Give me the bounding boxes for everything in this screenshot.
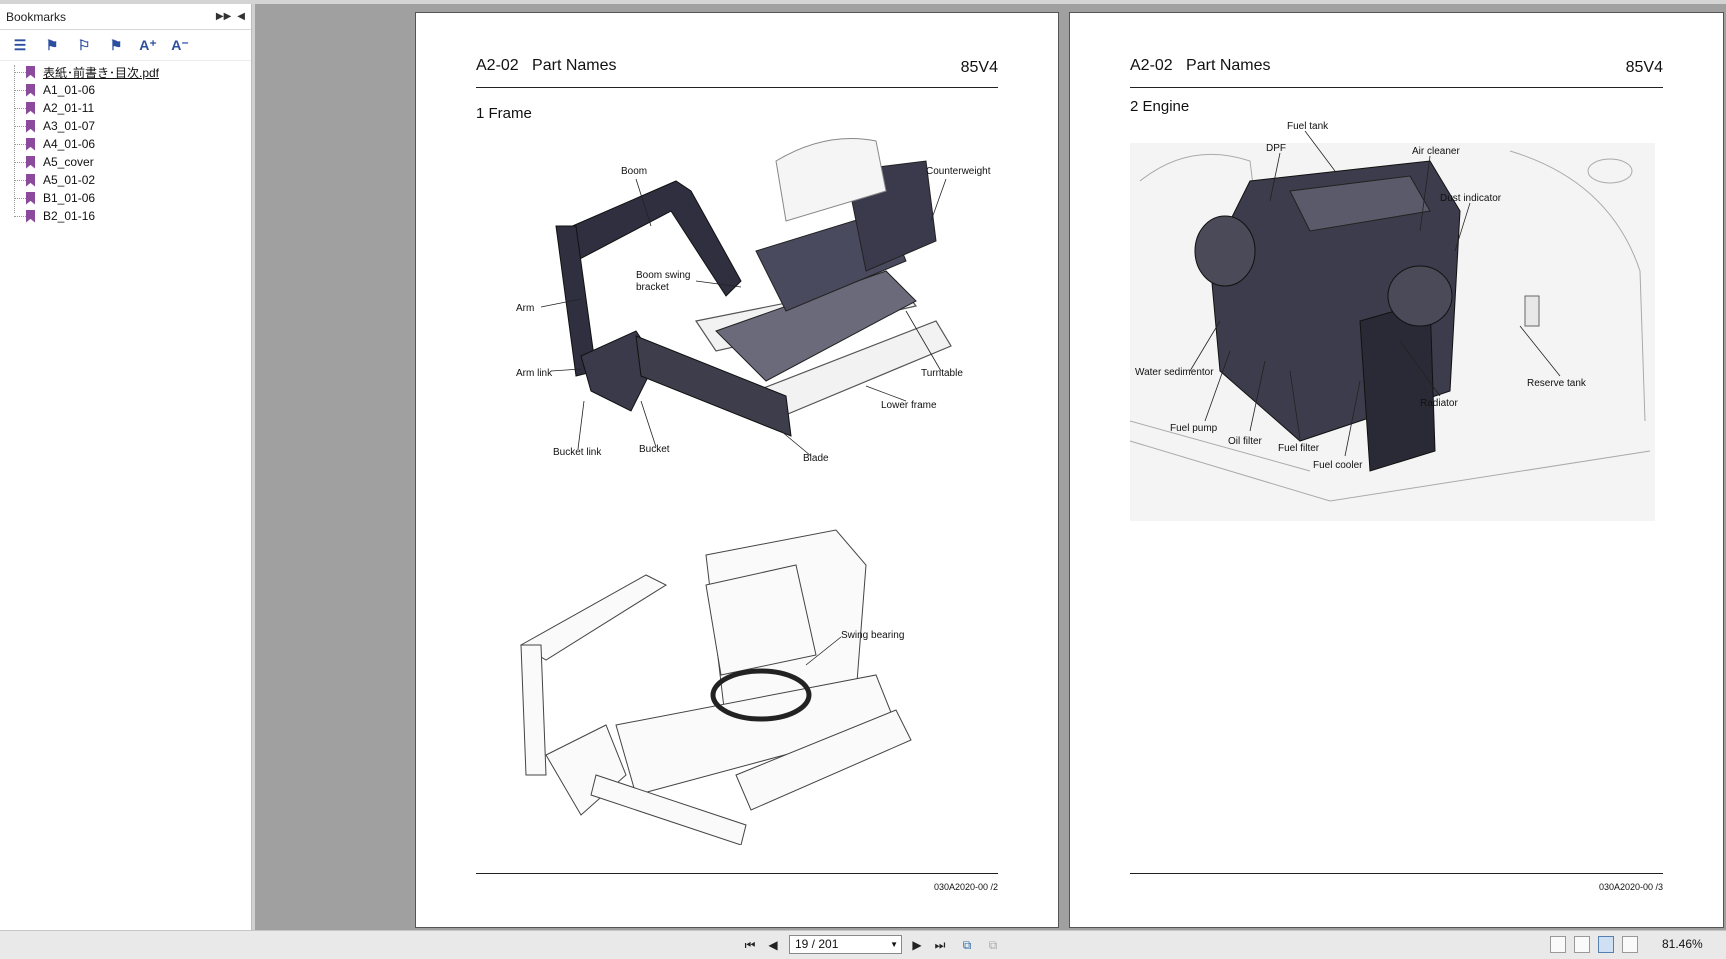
label-counterweight: Counterweight bbox=[926, 166, 991, 177]
model-name: 85V4 bbox=[960, 59, 998, 76]
label-fuel-pump: Fuel pump bbox=[1170, 423, 1218, 434]
page-heading: A2-02 Part Names bbox=[476, 57, 617, 74]
bookmark-icon bbox=[26, 155, 35, 169]
bookmark-item[interactable]: B2_01-16 bbox=[0, 207, 251, 225]
bookmark-icon bbox=[26, 209, 35, 223]
bookmark-icon bbox=[26, 119, 35, 133]
continuous-view-icon[interactable] bbox=[1574, 936, 1590, 953]
label-fuel-tank: Fuel tank bbox=[1287, 121, 1329, 132]
panel-splitter[interactable] bbox=[252, 4, 255, 930]
label-bucket-link: Bucket link bbox=[553, 447, 602, 458]
engine-diagram: Fuel tank DPF Air cleaner Dust indicator… bbox=[1130, 121, 1655, 521]
label-reserve-tank: Reserve tank bbox=[1527, 378, 1587, 389]
label-arm: Arm bbox=[516, 303, 534, 314]
first-page-icon[interactable]: ⏮ bbox=[744, 937, 756, 952]
bookmark-item[interactable]: A1_01-06 bbox=[0, 81, 251, 99]
label-arm-link: Arm link bbox=[516, 368, 553, 379]
top-strip bbox=[0, 0, 1726, 4]
label-bucket: Bucket bbox=[639, 444, 670, 455]
label-air-cleaner: Air cleaner bbox=[1412, 146, 1460, 157]
label-lower-frame: Lower frame bbox=[881, 400, 937, 411]
label-oil-filter: Oil filter bbox=[1228, 436, 1263, 447]
page-header: A2-02 Part Names 85V4 bbox=[476, 53, 998, 88]
label-fuel-cooler: Fuel cooler bbox=[1313, 460, 1363, 471]
bookmark-tree: 表紙･前書き･目次.pdf A1_01-06 A2_01-11 A3_01-07… bbox=[0, 61, 251, 225]
page-footer-code: 030A2020-00 /3 bbox=[1598, 882, 1663, 892]
document-viewport[interactable]: A2-02 Part Names 85V4 1 Frame bbox=[255, 4, 1726, 930]
facing-view-icon[interactable] bbox=[1598, 936, 1614, 953]
bookmarks-header: Bookmarks ▶▶ ◀ bbox=[0, 4, 251, 30]
bookmark-options-icon[interactable]: ☰ bbox=[13, 36, 27, 53]
bookmark-item[interactable]: B1_01-06 bbox=[0, 189, 251, 207]
bookmark-properties-icon[interactable]: ⚑ bbox=[109, 36, 123, 53]
label-bracket: bracket bbox=[636, 282, 669, 293]
zoom-level[interactable]: 81.46% bbox=[1662, 937, 1703, 951]
label-dust-indicator: Dust indicator bbox=[1440, 193, 1502, 204]
font-decrease-icon[interactable]: A⁻ bbox=[171, 36, 189, 53]
frame-diagram: Boom Counterweight Boom swing bracket Ar… bbox=[516, 138, 991, 464]
next-view-icon[interactable]: ⧉ bbox=[988, 937, 998, 952]
bookmark-item[interactable]: A4_01-06 bbox=[0, 135, 251, 153]
bookmark-icon bbox=[26, 137, 35, 151]
previous-view-icon[interactable]: ⧉ bbox=[962, 937, 972, 952]
page-number-input[interactable]: 19 / 201 ▼ bbox=[789, 935, 902, 954]
subsection-title: 1 Frame bbox=[476, 105, 532, 122]
bookmark-icon bbox=[26, 191, 35, 205]
bookmark-icon bbox=[26, 83, 35, 97]
label-blade: Blade bbox=[803, 453, 829, 464]
expand-panel-icon[interactable]: ▶▶ bbox=[215, 11, 232, 22]
bookmark-item[interactable]: A2_01-11 bbox=[0, 99, 251, 117]
page-heading: A2-02 Part Names bbox=[1130, 57, 1271, 74]
chevron-down-icon[interactable]: ▼ bbox=[890, 940, 898, 949]
label-boom-swing: Boom swing bbox=[636, 270, 690, 281]
swing-bearing-diagram: Swing bearing bbox=[520, 529, 912, 845]
bookmark-item[interactable]: A5_cover bbox=[0, 153, 251, 171]
label-fuel-filter: Fuel filter bbox=[1278, 443, 1320, 454]
model-name: 85V4 bbox=[1625, 59, 1663, 76]
page-3: A2-02 Part Names 85V4 2 Engine bbox=[1069, 12, 1724, 928]
label-boom: Boom bbox=[621, 166, 647, 177]
continuous-facing-view-icon[interactable] bbox=[1622, 936, 1638, 953]
page-header: A2-02 Part Names 85V4 bbox=[1130, 53, 1663, 88]
bookmark-item[interactable]: A5_01-02 bbox=[0, 171, 251, 189]
status-bar: ⏮ ◀ 19 / 201 ▼ ▶ ⏭ ⧉ ⧉ 81.46% bbox=[0, 930, 1726, 959]
bookmarks-panel: Bookmarks ▶▶ ◀ ☰ ⚑ ⚐ ⚑ A⁺ A⁻ 表紙･前書き･目次.p… bbox=[0, 4, 252, 930]
label-radiator: Radiator bbox=[1420, 398, 1458, 409]
bookmark-item[interactable]: 表紙･前書き･目次.pdf bbox=[0, 63, 251, 81]
bookmark-item[interactable]: A3_01-07 bbox=[0, 117, 251, 135]
label-dpf: DPF bbox=[1266, 143, 1286, 154]
last-page-icon[interactable]: ⏭ bbox=[934, 937, 946, 952]
label-water-sedimentor: Water sedimentor bbox=[1135, 367, 1214, 378]
next-page-icon[interactable]: ▶ bbox=[912, 938, 922, 952]
bookmark-add-icon[interactable]: ⚐ bbox=[77, 36, 91, 53]
bookmarks-title: Bookmarks bbox=[6, 9, 67, 24]
bookmark-icon bbox=[26, 65, 35, 79]
font-increase-icon[interactable]: A⁺ bbox=[139, 36, 157, 53]
bookmark-icon bbox=[26, 101, 35, 115]
label-swing-bearing: Swing bearing bbox=[841, 630, 904, 641]
page-footer-code: 030A2020-00 /2 bbox=[933, 882, 998, 892]
subsection-title: 2 Engine bbox=[1130, 98, 1190, 115]
previous-page-icon[interactable]: ◀ bbox=[768, 938, 778, 952]
bookmark-icon bbox=[26, 173, 35, 187]
bookmark-find-icon[interactable]: ⚑ bbox=[45, 36, 59, 53]
page-footer: 030A2020-00 /2 bbox=[476, 873, 998, 892]
page-footer: 030A2020-00 /3 bbox=[1130, 873, 1663, 892]
bookmarks-toolbar: ☰ ⚑ ⚐ ⚑ A⁺ A⁻ bbox=[0, 30, 251, 61]
label-turntable: Turntable bbox=[921, 368, 963, 379]
collapse-panel-icon[interactable]: ◀ bbox=[237, 11, 245, 22]
page-2: A2-02 Part Names 85V4 1 Frame bbox=[415, 12, 1059, 928]
single-page-view-icon[interactable] bbox=[1550, 936, 1566, 953]
